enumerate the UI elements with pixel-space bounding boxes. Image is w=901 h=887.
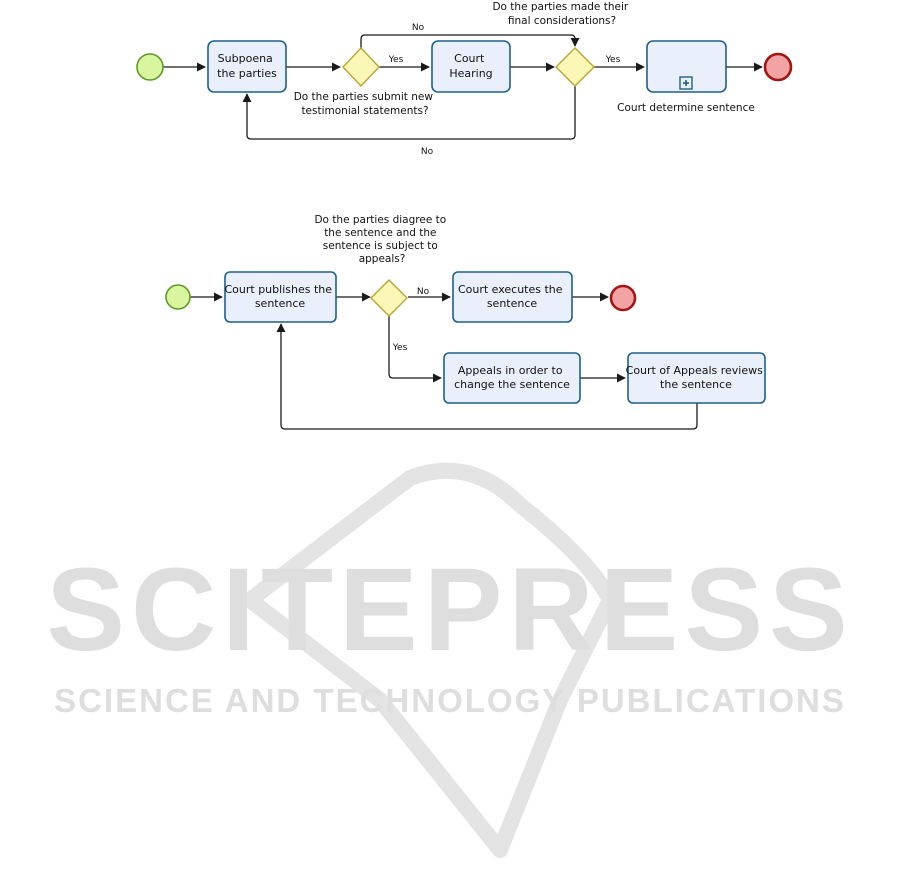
gateway1-question-line2: testimonial statements?: [301, 105, 428, 117]
flow-gateway1-no-to-gateway2: [360, 34, 580, 48]
gateway1-question: Do the parties submit new testimonial st…: [294, 91, 437, 117]
gateway1-question-line1: Do the parties submit new: [294, 91, 434, 103]
gateway-appeal-decision[interactable]: [370, 279, 408, 317]
task-court-publishes-sentence[interactable]: [224, 271, 337, 323]
task-appeals-line2: change the sentence: [454, 378, 570, 391]
start-event-2: [165, 284, 191, 310]
gateway-appeal-yes-label: Yes: [392, 343, 408, 353]
task-subpoena-line2: the parties: [217, 67, 277, 80]
end-event-2: [609, 284, 637, 312]
gateway2-question-line2: final considerations?: [508, 15, 616, 27]
task-review-line1: Court of Appeals reviews: [626, 364, 763, 377]
flow2-gateway-yes-to-appeals: [388, 316, 442, 383]
flow2-review-loop-to-publish: [276, 323, 698, 430]
watermark-book-icon: [242, 462, 618, 858]
flow-gateway2-no-loop-to-subpoena: [242, 86, 576, 140]
watermark-subtitle: SCIENCE AND TECHNOLOGY PUBLICATIONS: [54, 682, 846, 719]
task-publish-line2: sentence: [255, 297, 306, 310]
task-appeals-label: Appeals in order to change the sentence: [454, 364, 570, 391]
task-hearing-label: Court Hearing: [449, 52, 492, 80]
gateway2-no-label: No: [421, 147, 434, 157]
gateway-appeal-line2: the sentence and the: [324, 227, 436, 239]
diagram-2: Court publishes the sentence Do the part…: [165, 214, 767, 430]
task-appeals-change-sentence[interactable]: [443, 352, 581, 404]
task-review-line2: the sentence: [660, 378, 732, 391]
task-subpoena-line1: Subpoena: [218, 52, 273, 65]
subprocess-expand-icon[interactable]: [679, 76, 693, 90]
gateway2-yes-label: Yes: [605, 55, 621, 65]
task-court-hearing[interactable]: [431, 40, 511, 93]
task-execute-line2: sentence: [487, 297, 538, 310]
diagram-1: Subpoena the parties Do the parties subm…: [136, 1, 793, 157]
watermark-title: SCITEPRESS: [46, 544, 854, 676]
gateway-appeal-line3: sentence is subject to: [323, 240, 438, 252]
task-hearing-line2: Hearing: [449, 67, 492, 80]
task-subpoena-the-parties[interactable]: [207, 40, 287, 93]
task-court-of-appeals-reviews[interactable]: [627, 352, 766, 404]
task-hearing-line1: Court: [454, 52, 485, 65]
task-publish-line1: Court publishes the: [224, 283, 332, 296]
task-publish-label: Court publishes the sentence: [224, 283, 335, 310]
gateway1-no-label: No: [412, 23, 425, 33]
task-court-executes-sentence[interactable]: [452, 271, 573, 323]
gateway-appeal-line1: Do the parties diagree to: [314, 214, 446, 226]
start-event-1: [136, 53, 164, 81]
gateway2-question-line1: Do the parties made their: [492, 1, 628, 13]
gateway-appeal-line4: appeals?: [359, 253, 406, 265]
task-execute-label: Court executes the sentence: [458, 283, 566, 310]
gateway2-question: Do the parties made their final consider…: [492, 1, 631, 27]
gateway-appeal-question: Do the parties diagree to the sentence a…: [314, 214, 449, 265]
gateway-appeal-no-label: No: [417, 287, 430, 297]
gateway-new-testimonial[interactable]: [342, 46, 380, 88]
watermark: SCITEPRESS SCIENCE AND TECHNOLOGY PUBLIC…: [46, 462, 854, 858]
task-subpoena-label: Subpoena the parties: [217, 52, 277, 80]
end-event-1: [763, 52, 793, 82]
gateway1-yes-label: Yes: [388, 55, 404, 65]
task-appeals-line1: Appeals in order to: [458, 364, 563, 377]
task-execute-line1: Court executes the: [458, 283, 563, 296]
gateway-final-considerations[interactable]: [555, 47, 595, 87]
task-review-label: Court of Appeals reviews the sentence: [626, 364, 767, 391]
subprocess-court-determine-sentence[interactable]: [646, 40, 727, 93]
subprocess-label: Court determine sentence: [617, 102, 755, 114]
